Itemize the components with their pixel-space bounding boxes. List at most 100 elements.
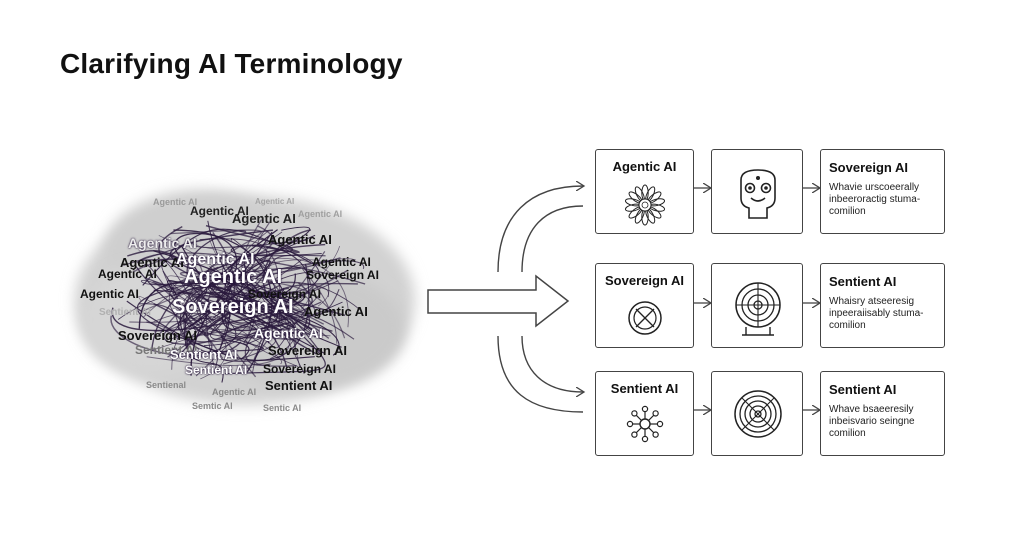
- scribble-line: [219, 280, 343, 345]
- curve-arrow-top: [497, 186, 583, 273]
- scribble-line: [111, 292, 305, 332]
- network-node: [631, 410, 638, 417]
- page-title: Clarifying AI Terminology: [60, 48, 403, 79]
- cloud-word: Sentient AI: [99, 307, 151, 318]
- desc-line: comilion: [829, 428, 866, 439]
- term-label: Sovereign AI: [605, 273, 684, 288]
- scribble-line: [198, 305, 283, 364]
- cloud-word: Agentic AI: [268, 232, 332, 247]
- desc-line: Whave bsaeeresily: [829, 404, 914, 415]
- scribble-line: [257, 219, 281, 327]
- desc-line: inbeisvario seingne: [829, 416, 915, 427]
- scribble-line: [117, 291, 316, 338]
- desc-title: Sentient AI: [829, 274, 897, 289]
- cloud-word: Agentic AI: [120, 255, 184, 270]
- curve-arrow-bottom-inner: [521, 335, 583, 392]
- scribble-line: [233, 272, 339, 315]
- scribble-line: [217, 309, 315, 362]
- scribble-line: [232, 262, 329, 307]
- desc-line: comilion: [829, 320, 866, 331]
- cloud-word: Agentic AI: [255, 197, 295, 206]
- circle-cross-icon: [628, 301, 662, 335]
- desc-body: Whaisry atseeresig inpeeraiisably stuma-…: [829, 296, 938, 332]
- scribble-line: [170, 282, 311, 334]
- scribble-line: [136, 280, 239, 360]
- maze-circle-icon: [734, 390, 782, 438]
- cloud-word: Sentient AI: [185, 363, 248, 377]
- term-box-agentic: Agentic AI: [595, 149, 694, 234]
- cloud-word: Sovereign AI: [263, 362, 336, 376]
- term-label: Sentient AI: [610, 381, 679, 396]
- scribble-tangle: [110, 219, 366, 383]
- desc-line: Whavie urscoeerally: [829, 182, 920, 193]
- desc-line: inbeeroractig stuma-: [829, 194, 921, 205]
- cloud-word: Agentic AI: [232, 211, 296, 226]
- scribble-line: [196, 220, 287, 321]
- cloud-word: Sovereign AI: [172, 296, 294, 318]
- scribble-line: [157, 269, 349, 336]
- desc-body: Whave bsaeeresily inbeisvario seingne co…: [829, 404, 938, 440]
- desc-line: inpeeraiisably stuma-: [829, 308, 924, 319]
- cloud-word: Agentic AI: [312, 255, 371, 269]
- scribble-line: [185, 317, 299, 340]
- cloud-word: Sovereign AI: [306, 268, 379, 282]
- network-node-icon: [626, 405, 664, 443]
- sunflower-icon: [624, 184, 666, 226]
- icon-box-robot: [711, 149, 803, 234]
- scribble-line: [153, 246, 278, 324]
- scribble-line: [110, 303, 213, 357]
- curve-arrow-bottom: [497, 335, 584, 413]
- row-connectors: [694, 188, 819, 410]
- cloud-word: Sentienal: [146, 380, 187, 390]
- term-box-sovereign: Sovereign AI: [595, 263, 694, 348]
- scribble-line: [244, 245, 320, 295]
- network-node: [626, 420, 634, 428]
- scribble-line: [244, 324, 296, 366]
- cloud-word: Agentic AI: [176, 251, 255, 268]
- desc-title: Sentient AI: [829, 382, 897, 397]
- scribble-line: [140, 266, 219, 324]
- robot-face-icon: [740, 169, 776, 219]
- concentric-target-icon: [735, 282, 781, 336]
- network-node: [631, 431, 638, 438]
- term-box-sentient: Sentient AI: [595, 371, 694, 456]
- cloud-word: Sentient AI: [170, 347, 238, 362]
- scribble-line: [213, 256, 257, 374]
- scribble-line: [135, 265, 264, 356]
- cloud-word: Agentic AI: [184, 266, 283, 288]
- scribble-line: [182, 304, 271, 344]
- network-node: [641, 405, 649, 413]
- scribble-line: [210, 316, 284, 340]
- cloud-word: Agentic AI: [190, 204, 249, 218]
- network-node: [652, 431, 659, 438]
- scribble-line: [243, 259, 363, 312]
- desc-box-2: Sentient AI Whaisry atseeresig inpeeraii…: [820, 263, 945, 348]
- curve-arrow-top-inner: [521, 205, 584, 273]
- term-label: Agentic AI: [612, 159, 677, 174]
- scribble-line: [167, 275, 227, 380]
- cloud-word: Agentic AI: [212, 387, 257, 397]
- scribble-line: [149, 273, 235, 365]
- cloud-word: Agentic AI: [128, 235, 197, 251]
- desc-line: comilion: [829, 206, 866, 217]
- desc-box-1: Sovereign AI Whavie urscoeerally inbeero…: [820, 149, 945, 234]
- scribble-line: [302, 268, 338, 344]
- scribble-line: [184, 312, 224, 383]
- icon-box-target: [711, 263, 803, 348]
- cloud-word: Sentient AI: [265, 378, 333, 393]
- cloud-word: Agentic AI: [304, 304, 368, 319]
- scribble-line: [209, 239, 314, 316]
- network-node: [656, 420, 664, 428]
- desc-box-3: Sentient AI Whave bsaeeresily inbeisvari…: [820, 371, 945, 456]
- scribble-line: [262, 229, 333, 332]
- scribble-line: [142, 228, 312, 286]
- scribble-line: [228, 266, 321, 353]
- cloud-word: Sovereign AI: [118, 328, 197, 343]
- desc-body: Whavie urscoeerally inbeeroractig stuma-…: [829, 182, 938, 218]
- scribble-line: [169, 229, 346, 317]
- cloud-word: Agentic AI: [298, 209, 343, 219]
- scribble-line: [163, 287, 290, 345]
- cloud-word: Sentient AI: [135, 343, 198, 357]
- icon-box-maze: [711, 371, 803, 456]
